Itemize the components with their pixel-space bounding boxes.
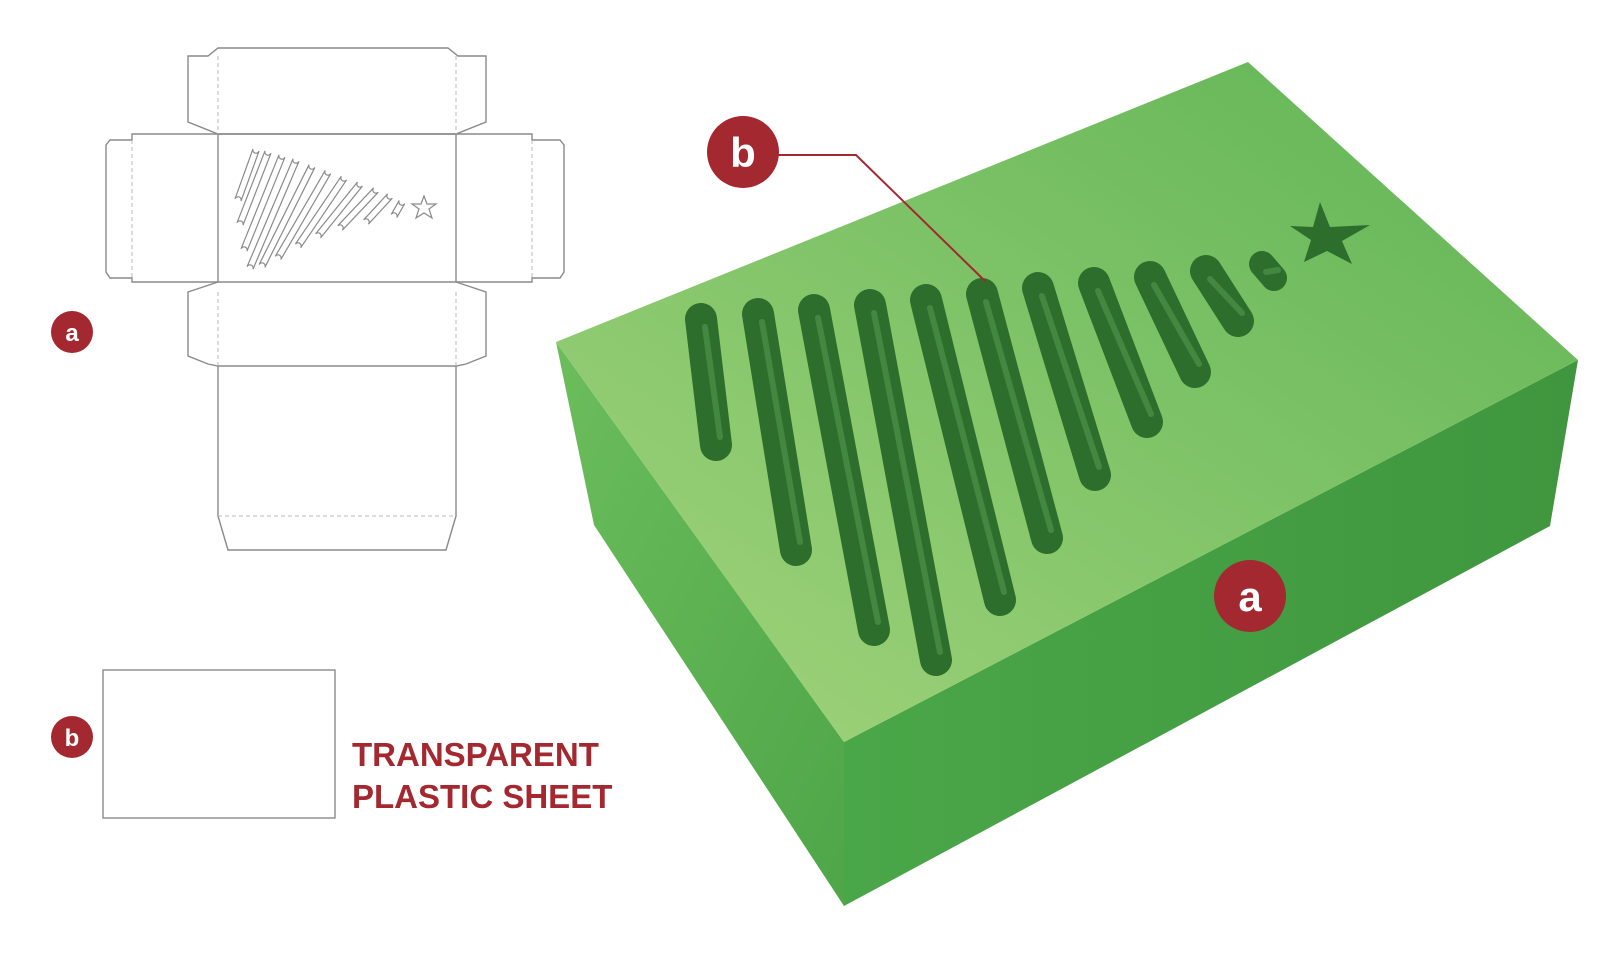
box-tree-slot [1249,251,1287,291]
box-tree-slot-highlight [759,319,803,545]
label-a-box: a [1238,573,1262,620]
dieline-tree-slot [240,154,286,252]
dieline-star-icon [410,194,438,220]
box-3d [556,62,1578,906]
box-tree-slot [1134,261,1211,388]
leader-line-b [778,154,987,283]
dieline-fold-lines [131,56,533,517]
dieline-tree-cutout [234,148,438,270]
label-b-box: b [730,129,756,176]
caption-line-1: TRANSPARENT [352,736,599,773]
box-tree-slot-highlight [983,299,1054,533]
box-tree-slot-highlight [1095,288,1154,417]
box-front-face [844,360,1578,906]
box-side-face [556,342,844,906]
dieline-tree-slot [274,170,332,260]
dieline-tree-slot [363,193,393,225]
box-tree-slot [1022,272,1111,491]
box-tree-slot [685,303,732,461]
caption-line-2: PLASTIC SHEET [352,778,612,815]
label-a-badge-left: a [51,311,93,353]
label-a-badge-box: a [1214,560,1286,632]
label-b-badge-left: b [51,716,93,758]
box-tree-slot [910,284,1016,616]
dieline-middle-flap [187,281,487,367]
dieline-tree-slot [390,200,406,218]
box-tree-slot-highlight [1039,293,1102,470]
label-a-left: a [65,320,79,347]
dieline-right-flap [456,133,565,283]
box-tree-slot [742,298,812,566]
dieline-tree-slot [258,164,316,268]
dieline-base-panel [217,366,457,551]
box-tree-slot-highlight [871,310,943,655]
box-star-cutout [1290,202,1370,264]
box-tree-slot-highlight [1207,276,1245,316]
box-tree-slot [966,278,1063,554]
box-tree-slot-highlight [1151,282,1202,367]
dieline-left-flap [105,133,218,283]
label-b-badge-box: b [707,116,779,188]
box-dieline [105,47,565,551]
dieline-tree-slot [294,175,348,249]
plastic-sheet-dieline [102,669,336,819]
dieline-top-flap [187,47,487,135]
box-tree-slot [1078,267,1163,438]
box-tree-slot [854,289,952,676]
box-tree-slot [798,294,890,646]
box-tree-slot-highlight [815,315,881,625]
box-tree-slot-highlight [1263,267,1281,275]
box-tree-slot-highlight [702,324,723,440]
label-b-left: b [65,725,80,752]
box-tree-slot [1190,255,1254,337]
box-tree-cutout [685,251,1287,676]
box-tree-slot-highlight [927,305,1007,595]
